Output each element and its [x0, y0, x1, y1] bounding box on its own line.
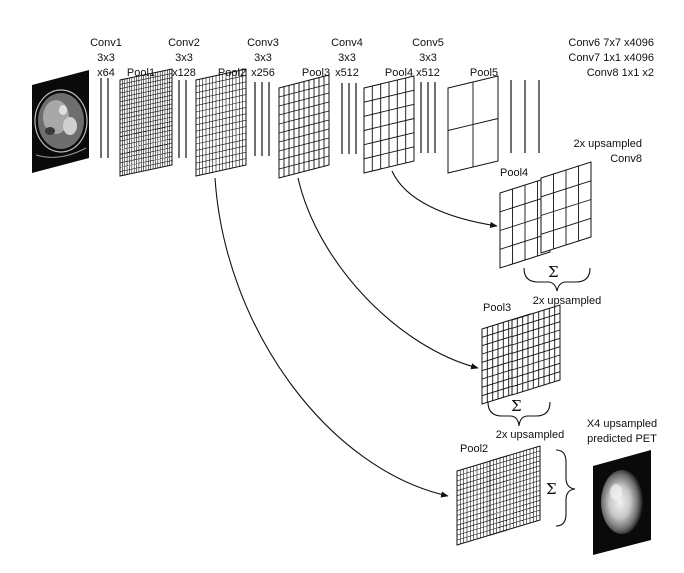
conv4-label: Conv4 3x3 x512 — [331, 37, 363, 79]
output-pet-image — [593, 450, 651, 555]
conv3-kernel: 3x3 — [254, 52, 272, 64]
pool2-label: Pool2 — [218, 67, 246, 79]
output-caption-line2: predicted PET — [587, 433, 657, 445]
conv1-name: Conv1 — [90, 37, 122, 49]
skip-arrow-pool4 — [391, 170, 498, 228]
pool3-sum-upsampled-map — [489, 445, 541, 536]
feature-map-grids — [119, 68, 592, 546]
brace-2 — [487, 401, 551, 427]
conv4-name: Conv4 — [331, 37, 363, 49]
pool1-feature-map — [119, 68, 173, 177]
output-caption: X4 upsampled predicted PET — [587, 418, 657, 445]
pool4-feature-map — [363, 75, 415, 174]
conv8-upsampled-map — [540, 161, 592, 254]
encoder-conv-lines — [100, 78, 540, 158]
pool3-feature-map — [278, 74, 330, 179]
pool5-label: Pool5 — [470, 67, 498, 79]
conv7-spec: Conv7 1x1 x4096 — [568, 52, 654, 64]
brace-1 — [523, 267, 591, 292]
sum-braces — [487, 267, 591, 527]
conv8-upsampled-line2: Conv8 — [610, 153, 642, 165]
conv4-kernel: 3x3 — [338, 52, 356, 64]
decoder-pool4-label: Pool4 — [500, 167, 528, 179]
conv2-filters: x128 — [172, 67, 196, 79]
conv2-kernel: 3x3 — [175, 52, 193, 64]
conv5-filters: x512 — [416, 67, 440, 79]
conv1-filters: x64 — [97, 67, 115, 79]
conv678-label: Conv6 7x7 x4096 Conv7 1x1 x4096 Conv8 1x… — [568, 37, 654, 79]
skip-arrow-pool2 — [214, 177, 449, 498]
decoder-pool4-map — [499, 176, 551, 269]
sum-symbol-2: Σ — [511, 397, 522, 415]
conv3-name: Conv3 — [247, 37, 279, 49]
upsample-label-2: 2x upsampled — [496, 429, 565, 441]
upsample-label-1: 2x upsampled — [533, 295, 602, 307]
conv8-spec: Conv8 1x1 x2 — [587, 67, 654, 79]
decoder-pool3-label: Pool3 — [483, 302, 511, 314]
conv2-label: Conv2 3x3 x128 — [168, 37, 200, 79]
conv5-kernel: 3x3 — [419, 52, 437, 64]
conv3-label: Conv3 3x3 x256 — [247, 37, 279, 79]
pool3-label: Pool3 — [302, 67, 330, 79]
pool1-label: Pool1 — [127, 67, 155, 79]
conv5-name: Conv5 — [412, 37, 444, 49]
pool4-label: Pool4 — [385, 67, 413, 79]
conv8-upsampled-label: 2x upsampled Conv8 — [574, 138, 643, 165]
conv8-upsampled-line1: 2x upsampled — [574, 138, 643, 150]
sum-symbol-3: Σ — [546, 480, 557, 498]
pool2-feature-map — [195, 68, 247, 177]
conv3-filters: x256 — [251, 67, 275, 79]
conv1-label: Conv1 3x3 x64 — [90, 37, 122, 79]
decoder-pool2-label: Pool2 — [460, 443, 488, 455]
skip-arrow-pool3 — [297, 177, 479, 370]
output-caption-line1: X4 upsampled — [587, 418, 657, 430]
pool5-feature-map — [447, 75, 499, 174]
pool4-sum-upsampled-map — [511, 304, 561, 396]
conv4-filters: x512 — [335, 67, 359, 79]
skip-connection-arrows — [214, 170, 498, 498]
conv5-label: Conv5 3x3 x512 — [412, 37, 444, 79]
input-ct-image — [32, 70, 89, 173]
sum-symbol-1: Σ — [548, 263, 559, 281]
conv6-spec: Conv6 7x7 x4096 — [568, 37, 654, 49]
conv2-name: Conv2 — [168, 37, 200, 49]
brace-3 — [555, 449, 576, 527]
conv1-kernel: 3x3 — [97, 52, 115, 64]
